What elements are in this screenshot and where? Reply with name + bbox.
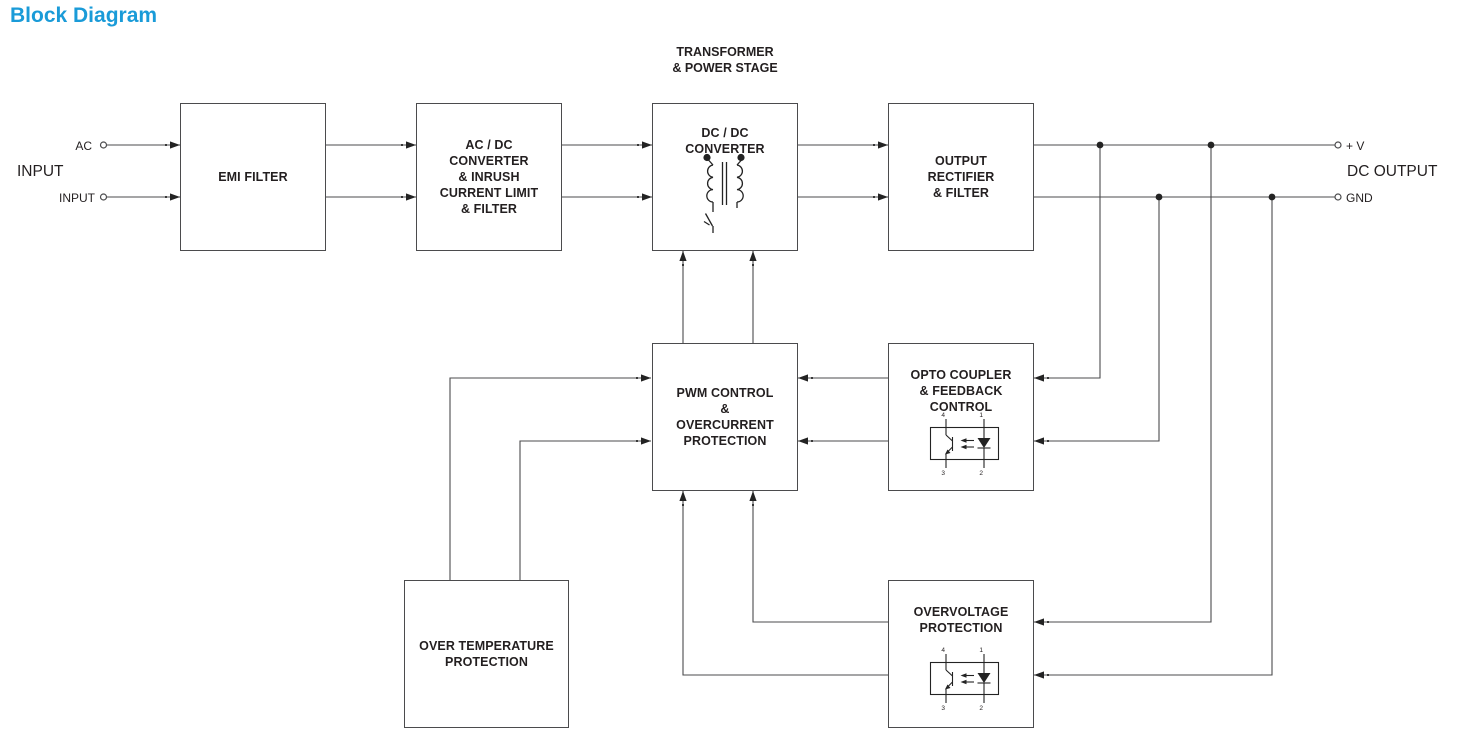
gnd-terminal (1334, 193, 1342, 201)
page-title: Block Diagram (10, 4, 158, 27)
block-over-temperature: OVER TEMPERATURE PROTECTION (404, 580, 569, 728)
output-group-label: DC OUTPUT (1347, 163, 1438, 180)
plusv-terminal (1334, 141, 1342, 149)
block-pwm-control: PWM CONTROL & OVERCURRENT PROTECTION (652, 343, 798, 491)
block-opto-coupler: OPTO COUPLER & FEEDBACK CONTROL (888, 343, 1034, 491)
block-overvoltage: OVERVOLTAGE PROTECTION (888, 580, 1034, 728)
conn-plusv-to-ovp (1034, 145, 1212, 626)
block-dc-dc-converter: DC / DC CONVERTER (652, 103, 798, 251)
input-terminal-ac-label: AC (75, 139, 92, 153)
block-output-rectifier: OUTPUT RECTIFIER & FILTER (888, 103, 1034, 251)
input-group-label: INPUT (17, 163, 64, 180)
conn-ovp-to-pwm-left (679, 491, 888, 676)
conn-ovp-to-pwm-right (749, 491, 888, 623)
conn-plusv-to-opto (1034, 145, 1101, 382)
conn-gnd-to-ovp (1034, 197, 1273, 679)
junction-dots (1096, 141, 1276, 201)
conn-otp-to-pwm-top (449, 374, 651, 580)
transformer-power-stage-label: TRANSFORMER & POWER STAGE (672, 45, 778, 75)
input-terminal (99, 193, 108, 201)
output-terminal-gnd-label: GND (1346, 191, 1373, 205)
output-terminal-v-label: + V (1346, 139, 1365, 153)
conn-otp-to-pwm-bottom (519, 437, 651, 580)
conn-gnd-to-opto (1034, 197, 1160, 445)
block-ac-dc-converter: AC / DC CONVERTER & INRUSH CURRENT LIMIT… (416, 103, 562, 251)
input-terminal-input-label: INPUT (59, 191, 95, 205)
block-emi-filter: EMI FILTER (180, 103, 326, 251)
ac-terminal (99, 141, 108, 149)
